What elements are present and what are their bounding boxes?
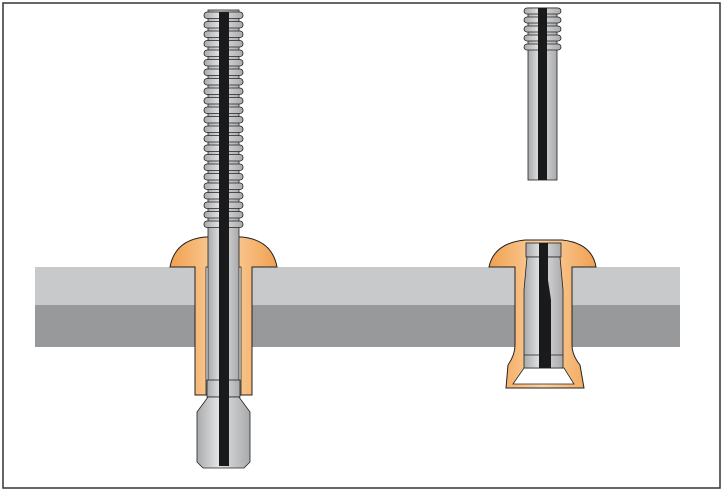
rivet-set-cavity — [512, 367, 575, 385]
mandrel-core-plug — [539, 243, 551, 368]
lower-plate — [35, 305, 680, 347]
mandrel-broken-stem — [523, 7, 562, 181]
mandrel-core-left — [219, 12, 229, 466]
upper-plate — [35, 267, 680, 305]
rivet-before-setting — [169, 9, 278, 469]
rivet-after-setting — [488, 239, 597, 389]
mandrel-core-stub — [538, 8, 547, 180]
